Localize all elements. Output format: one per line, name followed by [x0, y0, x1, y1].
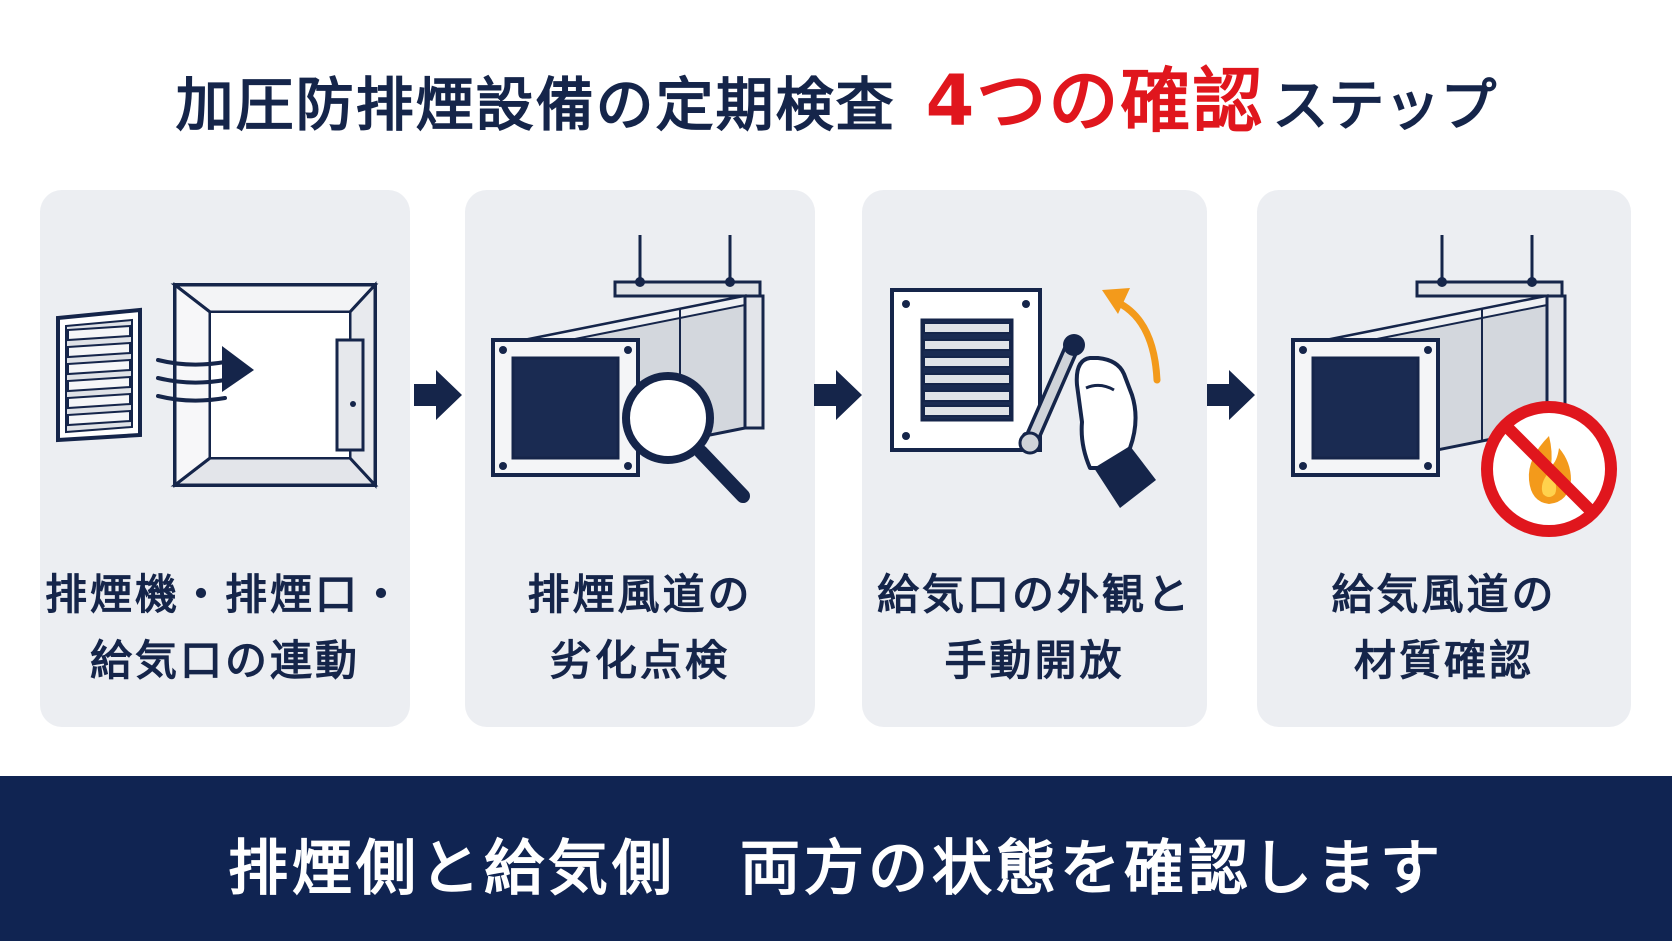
step-label-3-line1: 給気口の外観と	[876, 570, 1192, 619]
damper-grille-airflow-icon	[56, 281, 379, 489]
step-card-4: 給気風道の 材質確認	[1257, 190, 1631, 727]
duct-magnifier-icon	[491, 235, 765, 503]
page-title: 加圧防排煙設備の定期検査 4つの確認ステップ	[0, 45, 1672, 146]
grille-manual-lever-icon	[890, 288, 1161, 508]
title-tail: ステップ	[1272, 74, 1497, 139]
step-label-2-line1: 排煙風道の	[527, 570, 753, 619]
step-card-1: 排煙機・排煙口・ 給気口の連動	[40, 190, 410, 727]
title-main: 加圧防排煙設備の定期検査	[175, 71, 896, 139]
summary-text: 排煙側と給気側 両方の状態を確認します	[228, 834, 1444, 904]
duct-no-fire-icon	[1291, 235, 1617, 537]
step-arrow-3-icon	[1207, 370, 1255, 420]
title-accent: 4つの確認	[925, 60, 1265, 142]
step-label-3: 給気口の外観と 手動開放	[862, 562, 1207, 694]
step-card-3: 給気口の外観と 手動開放	[862, 190, 1207, 727]
step-label-2: 排煙風道の 劣化点検	[465, 562, 815, 694]
step-label-1: 排煙機・排煙口・ 給気口の連動	[40, 562, 410, 694]
step-label-4: 給気風道の 材質確認	[1257, 562, 1631, 694]
step-label-1-line2: 給気口の連動	[89, 636, 360, 685]
step-label-4-line2: 材質確認	[1353, 636, 1534, 685]
summary-banner: 排煙側と給気側 両方の状態を確認します	[0, 776, 1672, 941]
step-label-3-line2: 手動開放	[944, 636, 1125, 685]
step-label-4-line1: 給気風道の	[1331, 570, 1557, 619]
step-card-2: 排煙風道の 劣化点検	[465, 190, 815, 727]
step-label-1-line1: 排煙機・排煙口・	[44, 570, 405, 619]
step-label-2-line2: 劣化点検	[549, 636, 730, 685]
step-arrow-2-icon	[814, 370, 862, 420]
step-arrow-1-icon	[414, 370, 462, 420]
